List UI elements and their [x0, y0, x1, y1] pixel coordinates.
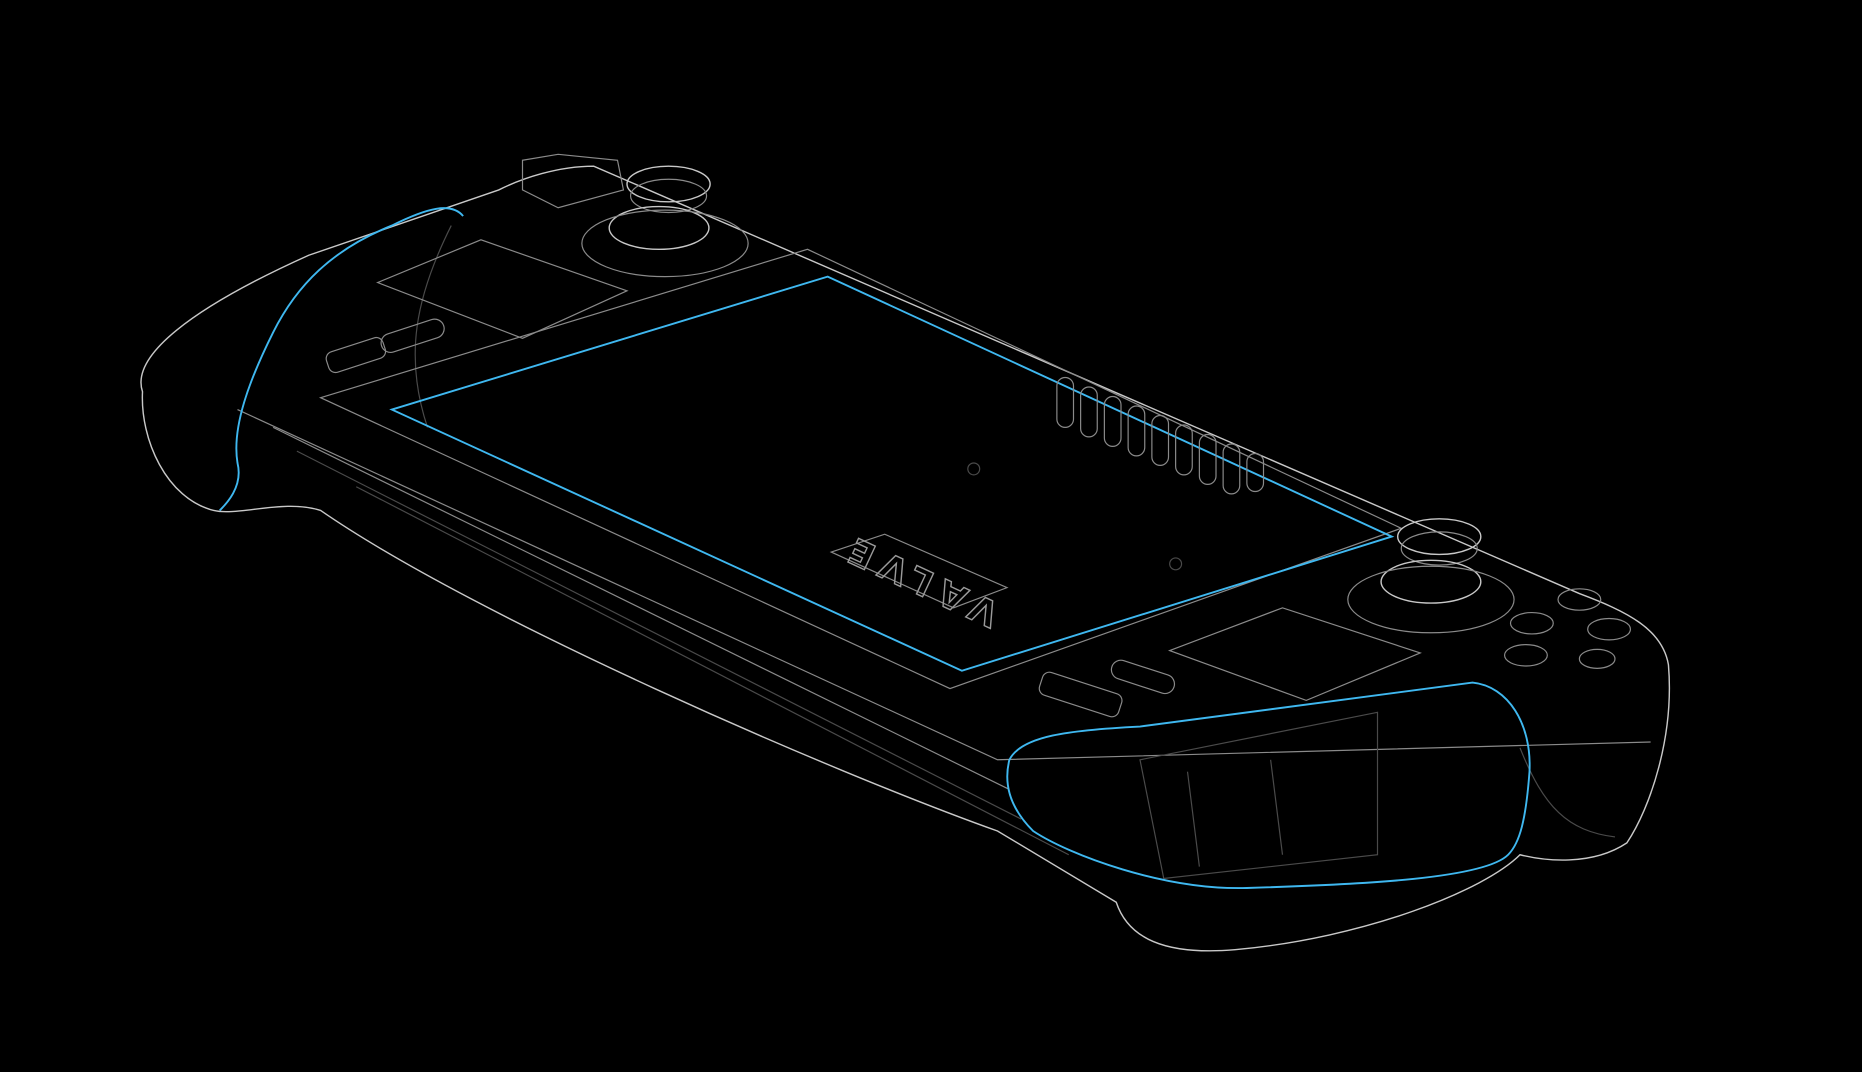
right-speaker-dots: [1038, 659, 1176, 718]
left-trackpad: [376, 239, 629, 339]
right-joystick: [1347, 518, 1515, 634]
right-trackpad: [1167, 607, 1422, 702]
face-buttons: [1503, 588, 1632, 669]
left-speaker-dots: [325, 318, 445, 374]
valve-logo: VALVE: [829, 524, 1009, 635]
left-joystick: [581, 165, 749, 278]
vent-slots: [1056, 376, 1265, 495]
screen: [318, 248, 1403, 690]
right-grip-highlight: [1006, 681, 1531, 889]
svg-text:VALVE: VALVE: [834, 525, 1005, 634]
console-body: [140, 153, 1670, 952]
left-grip-highlight: [219, 207, 464, 512]
